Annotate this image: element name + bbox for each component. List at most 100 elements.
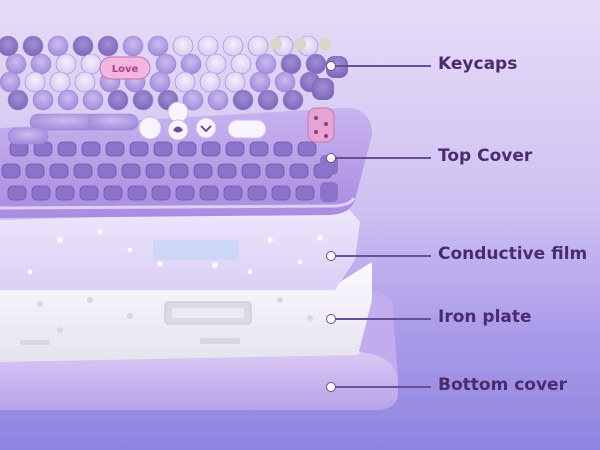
switch-well <box>265 163 285 179</box>
keycap <box>32 89 54 111</box>
keycap <box>199 71 221 93</box>
switch-well <box>105 141 125 157</box>
keycap <box>107 89 129 111</box>
keycap <box>180 53 202 75</box>
keycap <box>147 35 169 57</box>
knob-keycaps <box>270 38 331 50</box>
keycap <box>197 35 219 57</box>
keycap <box>132 89 154 111</box>
keycap <box>224 71 246 93</box>
top-cover-label: Top Cover <box>438 146 533 166</box>
bottom-cover-label: Bottom cover <box>438 375 567 395</box>
conductive-film-layer <box>0 210 360 290</box>
keycap <box>249 71 271 93</box>
pink-accent-keycap <box>307 107 335 143</box>
keycap <box>205 53 227 75</box>
switch-well <box>297 141 317 157</box>
switch-well <box>145 163 165 179</box>
keycaps-label: Keycaps <box>438 54 518 74</box>
keycap <box>280 53 302 75</box>
keycap <box>80 53 102 75</box>
keycap <box>222 35 244 57</box>
switch-well <box>153 141 173 157</box>
switch-well <box>241 163 261 179</box>
switch-well <box>7 185 27 201</box>
switch-well <box>271 185 291 201</box>
keycap <box>282 89 304 111</box>
switch-well <box>49 163 69 179</box>
keycap <box>182 89 204 111</box>
keycap <box>257 89 279 111</box>
love-badge-text: Love <box>112 64 139 75</box>
keycap <box>57 89 79 111</box>
keycap <box>149 71 171 93</box>
switch-well <box>247 185 267 201</box>
love-badge-keycap: Love <box>99 56 151 80</box>
keycap <box>5 53 27 75</box>
switch-well <box>103 185 123 201</box>
keycaps-layer: Love <box>0 35 348 145</box>
conductive-film-leader-dot <box>326 251 336 261</box>
switch-well <box>249 141 269 157</box>
keycap <box>312 78 334 100</box>
keycap <box>207 89 229 111</box>
keycap <box>230 53 252 75</box>
bottom-cover-leader-dot <box>326 382 336 392</box>
keycap <box>55 53 77 75</box>
switch-well <box>151 185 171 201</box>
heart-icon <box>173 126 183 133</box>
keycap-rows <box>0 35 348 145</box>
keycaps-leader-dot <box>326 61 336 71</box>
switch-well <box>55 185 75 201</box>
switch-well <box>295 185 315 201</box>
top-cover-layer <box>0 108 372 218</box>
top-cover-key-grid <box>1 141 338 202</box>
switch-well <box>201 141 221 157</box>
switch-well <box>1 163 21 179</box>
keycap <box>172 35 194 57</box>
chevron-icon <box>200 125 212 133</box>
iron-plate-label: Iron plate <box>438 307 532 327</box>
keycap <box>305 53 327 75</box>
keycap <box>7 89 29 111</box>
switch-well <box>121 163 141 179</box>
keycap <box>82 89 104 111</box>
switch-well <box>57 141 77 157</box>
conductive-film-leader-line <box>333 255 431 257</box>
keycap <box>22 35 44 57</box>
keycap <box>72 35 94 57</box>
switch-well <box>31 185 51 201</box>
keycap <box>155 53 177 75</box>
switch-well <box>175 185 195 201</box>
iron-plate-leader-dot <box>326 314 336 324</box>
switch-well <box>273 141 293 157</box>
icon-keycaps <box>138 101 267 141</box>
switch-well <box>25 163 45 179</box>
keycap <box>174 71 196 93</box>
switch-well <box>225 141 245 157</box>
switch-well <box>79 185 99 201</box>
keycap <box>0 71 21 93</box>
keycap <box>247 35 269 57</box>
keycap <box>255 53 277 75</box>
switch-well <box>81 141 101 157</box>
keycap <box>49 71 71 93</box>
switch-well <box>97 163 117 179</box>
conductive-film-label: Conductive film <box>438 244 588 264</box>
switch-well <box>320 182 338 202</box>
keycap <box>122 35 144 57</box>
keycap <box>97 35 119 57</box>
switch-well <box>127 185 147 201</box>
keycap <box>47 35 69 57</box>
keycap <box>24 71 46 93</box>
keycap <box>30 53 52 75</box>
switch-well <box>289 163 309 179</box>
switch-well <box>199 185 219 201</box>
iron-plate-layer <box>0 262 372 362</box>
switch-well <box>193 163 213 179</box>
switch-well <box>223 185 243 201</box>
keycap <box>232 89 254 111</box>
top-cover-leader-dot <box>326 153 336 163</box>
